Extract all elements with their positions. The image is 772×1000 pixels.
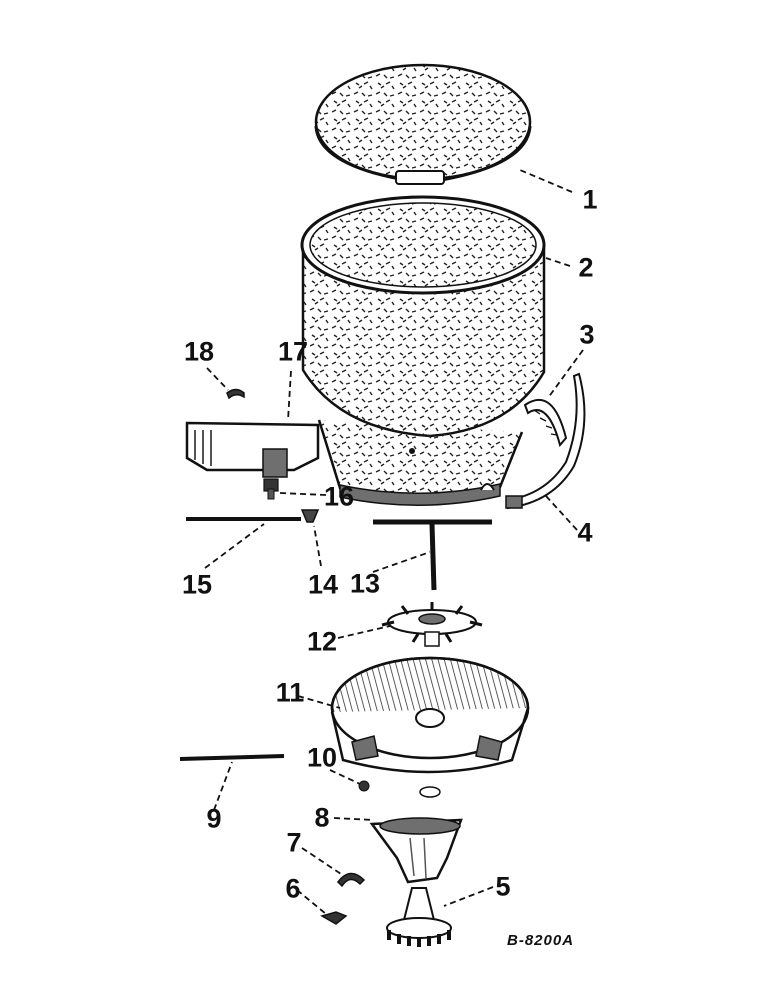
- callout-12: 12: [306, 626, 338, 657]
- part-1-lid: [314, 63, 532, 185]
- callout-18: 18: [183, 336, 215, 367]
- leader-15: [204, 523, 265, 569]
- part-2-hopper: [300, 195, 546, 506]
- callout-8: 8: [314, 802, 330, 833]
- callout-15: 15: [181, 569, 213, 600]
- figure-code: B-8200A: [507, 932, 575, 949]
- leader-10: [329, 769, 361, 785]
- callout-5: 5: [495, 871, 511, 902]
- callout-11: 11: [275, 677, 305, 708]
- callout-3: 3: [579, 319, 595, 350]
- part-11-bottom-pan: [330, 656, 530, 798]
- leader-11: [297, 695, 341, 709]
- part-3-agitator-arc: [523, 399, 568, 448]
- callout-9: 9: [206, 803, 222, 834]
- part-13-t-shaft: [373, 519, 492, 591]
- leader-9: [213, 761, 233, 811]
- leader-2: [545, 257, 571, 267]
- part-5-gear: [386, 887, 452, 947]
- part-9-rod: [179, 754, 285, 761]
- callout-6: 6: [285, 873, 301, 904]
- leader-1: [519, 169, 573, 193]
- part-4-lever: [505, 372, 586, 510]
- part-6-wing-nut: [320, 911, 348, 925]
- part-8-spout: [369, 817, 463, 884]
- leader-16: [279, 492, 327, 496]
- leader-14: [313, 525, 322, 567]
- callout-1: 1: [582, 184, 598, 215]
- callout-16: 16: [323, 481, 355, 512]
- part-14-cap: [300, 509, 320, 523]
- callout-17: 17: [277, 336, 309, 367]
- leader-5: [443, 886, 494, 907]
- part-17-gate-housing: [185, 421, 320, 478]
- leader-17: [287, 370, 292, 421]
- callout-10: 10: [306, 742, 338, 773]
- part-7-clip: [337, 872, 366, 888]
- leader-lines: [204, 169, 584, 915]
- callout-7: 7: [286, 827, 302, 858]
- part-16-bolt: [263, 478, 279, 500]
- leader-13: [372, 551, 431, 573]
- leader-8: [333, 817, 375, 821]
- callout-2: 2: [578, 252, 594, 283]
- part-12-star-wheel: [381, 602, 483, 647]
- part-18-clip: [226, 388, 245, 400]
- part-10-screw: [358, 780, 370, 792]
- leader-12: [337, 625, 391, 639]
- callout-4: 4: [577, 517, 593, 548]
- callout-13: 13: [349, 568, 381, 599]
- leader-7: [301, 847, 345, 877]
- leader-4: [545, 495, 578, 531]
- leader-6: [296, 889, 327, 915]
- leader-18: [206, 367, 229, 391]
- callout-14: 14: [307, 569, 339, 600]
